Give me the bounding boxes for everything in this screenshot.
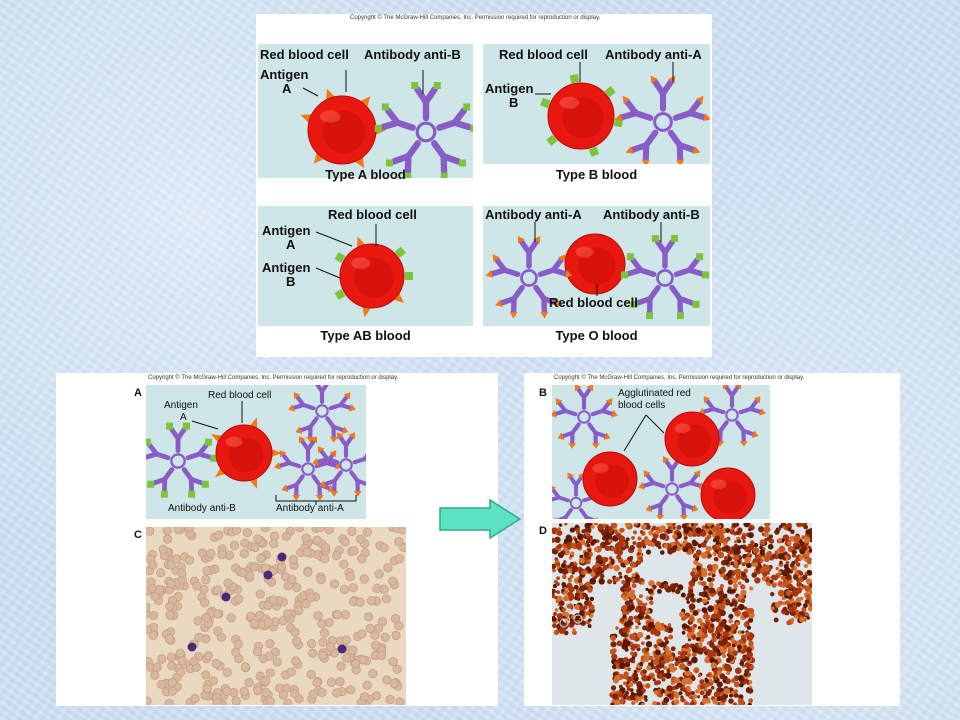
antibody-anti-a-cluster [485, 235, 573, 319]
label-red-blood-cell: Red blood cell [208, 390, 272, 401]
antibody-anti-a-cluster [614, 75, 710, 164]
label-antigen-a: A [286, 237, 296, 252]
micrograph-agglutinated-blood [552, 523, 812, 705]
antibody-anti-a-cluster [312, 432, 366, 497]
bottom-right-figure: Copyright © The McGraw-Hill Companies, I… [524, 373, 900, 706]
label-antigen: Antigen [260, 67, 309, 82]
agglutinated-red-blood-cell [664, 411, 720, 467]
label-red-blood-cell: Red blood cell [260, 47, 349, 62]
transition-arrow [439, 498, 522, 540]
label-antibody-anti-a: Antibody anti-A [605, 47, 702, 62]
antibody-anti-b-cluster [374, 81, 473, 178]
antibody-anti-a-cluster [288, 385, 356, 443]
type-o-panel: Antibody anti-A Antibody anti-B Red bloo… [483, 206, 710, 326]
agglutinated-red-blood-cell [700, 467, 756, 519]
micrograph-normal-blood-svg [146, 527, 406, 705]
type-a-panel: Red blood cell Antibody anti-B Antigen A [258, 44, 473, 178]
type-ab-panel: Red blood cell Antigen A Antigen B [258, 206, 473, 326]
caption-type-ab: Type AB blood [320, 328, 411, 343]
red-blood-cell-a [300, 88, 386, 169]
caption-type-a: Type A blood [325, 167, 406, 182]
antibody-anti-b-cluster [146, 422, 218, 498]
label-antigen-b: B [286, 274, 296, 289]
copyright-text: Copyright © The McGraw-Hill Companies, I… [350, 15, 601, 21]
type-a-illustration [300, 70, 473, 178]
label-agglutinated: Agglutinated red [618, 388, 691, 399]
label-antigen: Antigen [262, 260, 311, 275]
red-blood-cell-b [540, 73, 624, 157]
label-antibody-anti-a: Antibody anti-A [485, 207, 582, 222]
bottom-left-figure: Copyright © The McGraw-Hill Companies, I… [56, 373, 498, 706]
agglutinated-red-blood-cell [582, 451, 638, 507]
panel-a-diagram: Antigen A Red blood cell Antibody anti-B… [146, 385, 366, 519]
copyright-text: Copyright © The McGraw-Hill Companies, I… [554, 375, 805, 381]
panel-letter-d: D [539, 525, 547, 537]
caption-type-b: Type B blood [555, 167, 638, 182]
type-o-illustration [485, 222, 710, 320]
type-b-illustration [535, 62, 710, 164]
label-antigen: Antigen [262, 223, 311, 238]
caption-type-o: Type O blood [555, 328, 638, 343]
label-antibody-anti-b: Antibody anti-B [364, 47, 461, 62]
label-antigen-a: A [180, 412, 187, 423]
label-antibody-anti-a: Antibody anti-A [276, 503, 344, 514]
type-b-panel: Red blood cell Antibody anti-A Antigen B [483, 44, 710, 164]
panel-letter-b: B [539, 387, 547, 399]
panel-b-diagram: Agglutinated red blood cells [552, 385, 770, 519]
label-red-blood-cell: Red blood cell [328, 207, 417, 222]
micrograph-agglutinated-blood-svg [552, 523, 812, 705]
copyright-text: Copyright © The McGraw-Hill Companies, I… [148, 375, 399, 381]
type-ab-illustration [315, 224, 413, 318]
red-blood-cell-ab [334, 236, 413, 318]
panel-letter-c: C [134, 529, 142, 541]
label-red-blood-cell: Red blood cell [549, 295, 638, 310]
label-antibody-anti-b: Antibody anti-B [603, 207, 700, 222]
antibody-anti-b-cluster [620, 234, 710, 320]
panel-b-illustration [552, 385, 766, 519]
label-blood-cells: blood cells [618, 400, 666, 411]
label-antigen-a: A [282, 81, 292, 96]
panel-a-illustration [146, 385, 366, 505]
label-antibody-anti-b: Antibody anti-B [168, 503, 236, 514]
panel-letter-a: A [134, 387, 142, 399]
micrograph-normal-blood [146, 527, 406, 705]
red-blood-cell-o [564, 233, 626, 295]
red-blood-cell [211, 417, 282, 489]
antibody-cluster [552, 385, 618, 449]
label-antigen-b: B [509, 95, 519, 110]
label-antigen: Antigen [485, 81, 534, 96]
label-antigen: Antigen [164, 400, 198, 411]
top-figure: Copyright © The McGraw-Hill Companies, I… [256, 14, 712, 357]
label-red-blood-cell: Red blood cell [499, 47, 588, 62]
